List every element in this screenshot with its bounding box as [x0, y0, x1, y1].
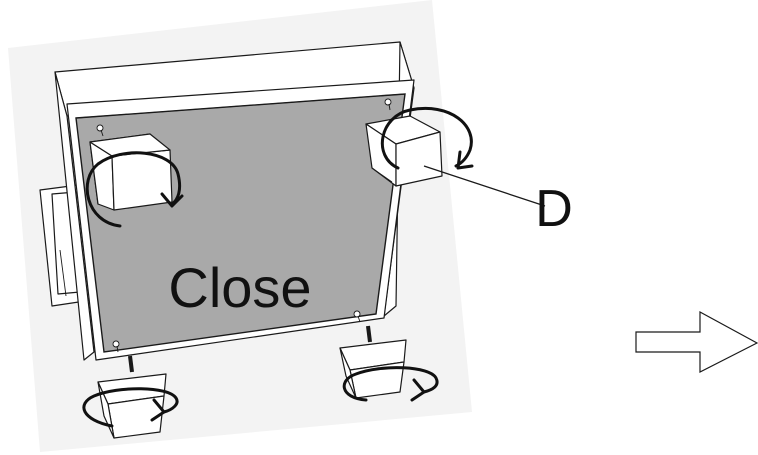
rotation-arrow-icon-bottom-right	[342, 366, 439, 402]
next-step-arrow-icon	[635, 310, 758, 373]
screw-icon	[96, 124, 104, 137]
label-d-leader-line	[423, 165, 546, 207]
rotation-arrow-icon-top-right	[380, 107, 474, 170]
screw-icon	[384, 98, 392, 111]
screw-icon	[112, 340, 120, 353]
latch-block-d	[365, 115, 443, 187]
latch-block-top-left	[89, 133, 173, 211]
foot-block-bottom-right	[339, 325, 407, 399]
screw-icon	[353, 310, 361, 323]
part-label-d: D	[535, 180, 573, 238]
foot-block-bottom-left	[97, 355, 167, 439]
rotation-arrow-icon-bottom-left	[82, 387, 179, 428]
cabinet-left-side	[54, 71, 95, 361]
rotation-arrow-icon-top-left	[85, 151, 184, 228]
action-label: Close	[168, 256, 311, 319]
